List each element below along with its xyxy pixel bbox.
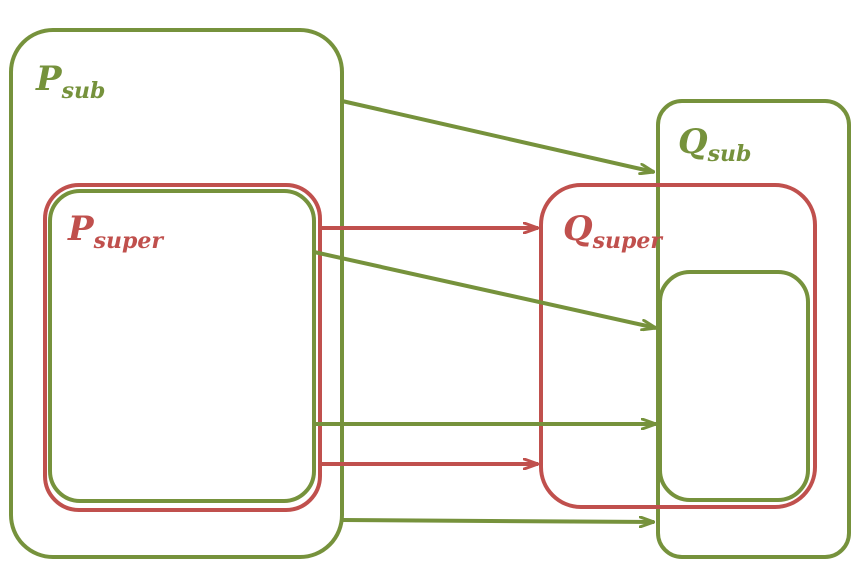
label-q-sub-main: Q [678, 122, 708, 162]
q-sub-box [656, 99, 851, 559]
q-super-box [539, 183, 817, 509]
label-p-sub-subscript: sub [61, 78, 106, 104]
label-q-super-main: Q [563, 209, 593, 249]
label-p-sub: Psub [35, 59, 105, 104]
q-inner-sub-box [658, 270, 810, 502]
label-q-super: Qsuper [563, 209, 663, 254]
label-q-sub-subscript: sub [707, 141, 752, 167]
arrow-psub-to-qsub-bottom [341, 520, 654, 522]
p-super-box [43, 183, 322, 512]
label-q-super-subscript: super [592, 228, 664, 254]
label-p-super-main: P [67, 209, 95, 249]
arrow-psub-to-qsub-top [341, 99, 654, 172]
label-p-super: Psuper [67, 209, 164, 254]
p-inner-sub-box [48, 189, 316, 503]
label-q-sub: Qsub [678, 122, 751, 167]
label-p-super-subscript: super [93, 228, 165, 254]
p-sub-box [9, 28, 344, 559]
label-p-sub-main: P [35, 59, 63, 99]
arrow-pinner-to-qinner [313, 250, 656, 328]
